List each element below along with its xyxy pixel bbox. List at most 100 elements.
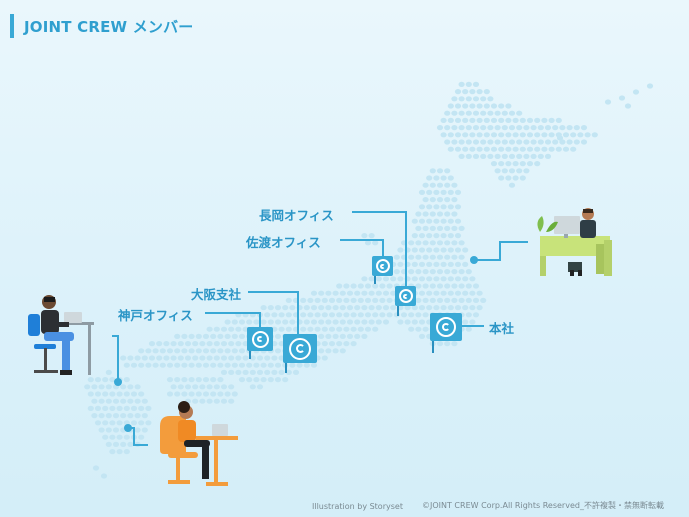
office-pin-kobe[interactable] [247,327,273,359]
office-label-honsha[interactable]: 本社 [489,321,515,336]
map-dot [213,341,220,347]
map-dot [188,391,195,397]
map-dot [336,283,343,289]
map-dot [480,110,487,116]
map-dot [105,427,112,433]
map-dot [238,362,246,368]
map-dot [195,391,202,397]
map-dot [418,290,426,296]
map-dot [451,297,458,303]
map-dot [120,384,127,390]
map-dot [429,254,436,260]
map-dot [418,247,426,253]
map-dot [526,117,534,123]
map-dot [246,362,253,368]
map-dot [440,189,447,195]
map-dot [498,117,505,123]
map-dot [174,348,181,354]
map-dot [274,377,282,383]
map-dot [433,189,440,195]
map-dot [145,420,152,426]
map-dot [465,283,472,289]
map-dot [462,290,469,296]
map-dot [231,333,238,339]
map-dot [646,83,654,89]
map-dot [339,319,346,325]
map-dot [253,319,260,325]
map-dot [476,305,483,311]
map-dot [343,283,350,289]
map-dot [231,319,238,325]
office-label-nagaoka[interactable]: 長岡オフィス [259,208,334,223]
map-dot [447,233,454,239]
map-dot [429,197,436,203]
map-dot [451,269,458,275]
map-dot [436,269,444,275]
map-dot [282,377,289,383]
map-dot [238,333,246,339]
map-dot [278,326,285,332]
map-dot [454,261,462,267]
map-dot [102,391,109,397]
map-dot [537,153,544,159]
pin-stem [432,341,434,353]
map-dot [325,348,332,354]
map-dot [210,333,217,339]
office-label-sado[interactable]: 佐渡オフィス [246,235,321,250]
map-dot [109,449,116,455]
map-dot [584,132,591,138]
map-dot [415,326,422,332]
office-pin-honsha[interactable] [430,313,462,353]
map-dot [123,449,130,455]
map-dot [238,319,246,325]
map-dot [318,305,325,311]
map-dot [591,132,598,138]
map-dot [454,89,462,95]
map-dot [501,125,508,131]
map-dot [361,276,368,282]
map-dot [426,261,433,267]
map-dot [328,341,336,347]
map-dot [523,125,530,131]
map-dot [98,427,105,433]
map-dot [274,305,282,311]
office-label-osaka[interactable]: 大阪支社 [191,287,242,302]
map-dot [159,362,166,368]
office-pin-nagaoka[interactable] [395,286,416,316]
map-dot [422,211,429,217]
map-dot [361,290,368,296]
map-dot [440,117,447,123]
map-dot [429,283,436,289]
map-dot [516,110,523,116]
map-dot [217,362,224,368]
member-left-connector [112,335,119,382]
map-dot [426,290,433,296]
map-dot [415,312,422,318]
map-dot [447,189,454,195]
map-dot [364,326,372,332]
office-pin-sado[interactable] [372,256,393,284]
map-dot [566,125,573,131]
map-dot [145,362,152,368]
map-dot [447,247,454,253]
office-label-kobe[interactable]: 神戸オフィス [118,308,193,323]
map-dot [386,297,393,303]
map-dot [476,103,483,109]
map-dot [346,333,354,339]
map-dot [429,297,436,303]
map-dot [390,305,397,311]
office-pin-osaka[interactable] [283,334,317,373]
map-dot [134,398,141,404]
map-dot [505,103,512,109]
map-dot [433,290,440,296]
map-dot [267,362,274,368]
joint-crew-logo-icon [398,289,413,303]
map-dot [472,96,480,102]
map-dot [152,362,159,368]
map-dot [465,110,472,116]
map-dot [418,319,426,325]
pin-stem [374,276,376,284]
map-dot [465,326,472,332]
map-dot [328,326,336,332]
map-dot [422,182,429,188]
